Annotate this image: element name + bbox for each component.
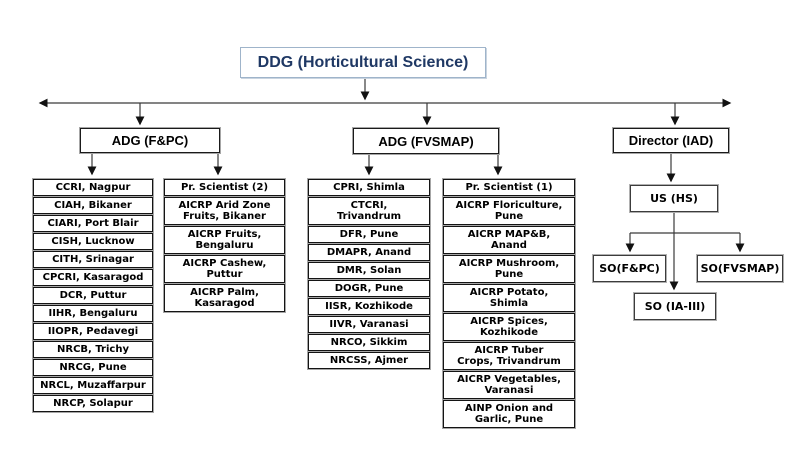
node-so-fpc: SO(F&PC) <box>592 254 667 283</box>
list-fvsmap-projects: Pr. Scientist (1)AICRP Floriculture, Pun… <box>442 178 576 429</box>
org-unit-box: AICRP Spices, Kozhikode <box>442 312 576 342</box>
org-unit-box: CIARI, Port Blair <box>32 214 154 233</box>
org-unit-box: CIAH, Bikaner <box>32 196 154 215</box>
org-unit-box: AICRP Mushroom, Pune <box>442 254 576 284</box>
org-unit-box: AICRP Arid Zone Fruits, Bikaner <box>163 196 286 226</box>
org-unit-box: DFR, Pune <box>307 225 431 244</box>
org-unit-box: NRCB, Trichy <box>32 340 154 359</box>
org-unit-box: CTCRI, Trivandrum <box>307 196 431 226</box>
node-director-iad: Director (IAD) <box>612 127 730 154</box>
org-unit-box: NRCP, Solapur <box>32 394 154 413</box>
node-adg-fpc: ADG (F&PC) <box>79 127 221 154</box>
org-unit-box: IIVR, Varanasi <box>307 315 431 334</box>
org-unit-box: DCR, Puttur <box>32 286 154 305</box>
org-unit-box: AINP Onion and Garlic, Pune <box>442 399 576 429</box>
org-unit-box: AICRP Tuber Crops, Trivandrum <box>442 341 576 371</box>
org-unit-box: AICRP Fruits, Bengaluru <box>163 225 286 255</box>
org-unit-box: AICRP MAP&B, Anand <box>442 225 576 255</box>
org-unit-box: IIHR, Bengaluru <box>32 304 154 323</box>
org-unit-box: AICRP Palm, Kasaragod <box>163 283 286 313</box>
node-so-fvsmap: SO(FVSMAP) <box>696 254 784 283</box>
org-unit-box: DMR, Solan <box>307 261 431 280</box>
org-unit-box: AICRP Cashew, Puttur <box>163 254 286 284</box>
org-unit-box: AICRP Potato, Shimla <box>442 283 576 313</box>
org-unit-box: IIOPR, Pedavegi <box>32 322 154 341</box>
org-unit-box: CITH, Srinagar <box>32 250 154 269</box>
node-us-hs: US (HS) <box>629 184 719 213</box>
org-unit-box: CPRI, Shimla <box>307 178 431 197</box>
org-unit-box: NRCO, Sikkim <box>307 333 431 352</box>
node-adg-fvsmap: ADG (FVSMAP) <box>352 127 500 155</box>
org-unit-box: NRCSS, Ajmer <box>307 351 431 370</box>
org-unit-box: DMAPR, Anand <box>307 243 431 262</box>
org-unit-box: CCRI, Nagpur <box>32 178 154 197</box>
org-unit-box: DOGR, Pune <box>307 279 431 298</box>
org-unit-box: NRCL, Muzaffarpur <box>32 376 154 395</box>
org-unit-box: AICRP Floriculture, Pune <box>442 196 576 226</box>
org-unit-box: Pr. Scientist (1) <box>442 178 576 197</box>
org-unit-box: CISH, Lucknow <box>32 232 154 251</box>
node-so-ia-iii: SO (IA-III) <box>633 292 717 321</box>
org-unit-box: CPCRI, Kasaragod <box>32 268 154 287</box>
node-ddg: DDG (Horticultural Science) <box>240 47 486 78</box>
list-fpc-projects: Pr. Scientist (2)AICRP Arid Zone Fruits,… <box>163 178 286 313</box>
org-unit-box: AICRP Vegetables, Varanasi <box>442 370 576 400</box>
org-unit-box: Pr. Scientist (2) <box>163 178 286 197</box>
org-unit-box: IISR, Kozhikode <box>307 297 431 316</box>
org-unit-box: NRCG, Pune <box>32 358 154 377</box>
